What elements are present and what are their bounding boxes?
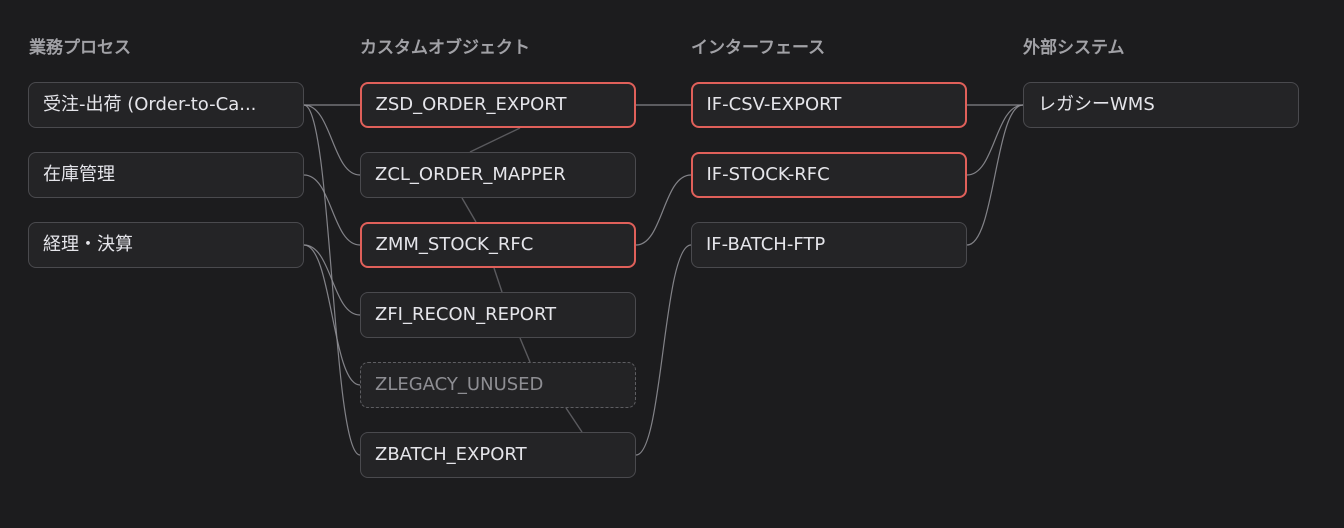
process-node-inventory[interactable]: 在庫管理 [28, 152, 304, 198]
link-zsd-to-zcl [469, 127, 521, 153]
column-header-external-system: 外部システム [1023, 38, 1125, 58]
link-fin-to-zfi [303, 244, 361, 316]
link-ifbatch-to-wms [966, 104, 1024, 246]
link-ifstock-to-wms [966, 104, 1024, 176]
column-header-business-process: 業務プロセス [29, 38, 131, 58]
object-node-zbatch-export[interactable]: ZBATCH_EXPORT [360, 432, 636, 478]
object-node-zmm-stock-rfc[interactable]: ZMM_STOCK_RFC [360, 222, 636, 268]
object-node-zfi-recon-report[interactable]: ZFI_RECON_REPORT [360, 292, 636, 338]
process-node-order-to-cash[interactable]: 受注-出荷 (Order-to-Ca... [28, 82, 304, 128]
object-node-zsd-order-export[interactable]: ZSD_ORDER_EXPORT [360, 82, 636, 128]
column-header-custom-object: カスタムオブジェクト [360, 38, 530, 58]
link-zlegacy-to-zbatch [565, 407, 583, 433]
link-zcl-to-zmm [461, 197, 477, 223]
system-node-legacy-wms[interactable]: レガシーWMS [1023, 82, 1299, 128]
link-zmm-to-zfi [493, 267, 503, 293]
link-zmm-to-ifstock [635, 174, 692, 246]
link-order-to-zcl [303, 104, 361, 176]
column-header-interface: インターフェース [691, 38, 826, 58]
object-node-zcl-order-mapper[interactable]: ZCL_ORDER_MAPPER [360, 152, 636, 198]
interface-node-if-stock-rfc[interactable]: IF-STOCK-RFC [691, 152, 967, 198]
link-zfi-to-zlegacy [519, 337, 531, 363]
process-node-accounting[interactable]: 経理・決算 [28, 222, 304, 268]
link-fin-to-zlegacy [303, 244, 361, 386]
interface-node-if-csv-export[interactable]: IF-CSV-EXPORT [691, 82, 967, 128]
object-node-zlegacy-unused[interactable]: ZLEGACY_UNUSED [360, 362, 636, 408]
interface-node-if-batch-ftp[interactable]: IF-BATCH-FTP [691, 222, 967, 268]
link-zbatch-to-ifbatch [635, 244, 692, 456]
link-stock-to-zmm [303, 174, 361, 246]
